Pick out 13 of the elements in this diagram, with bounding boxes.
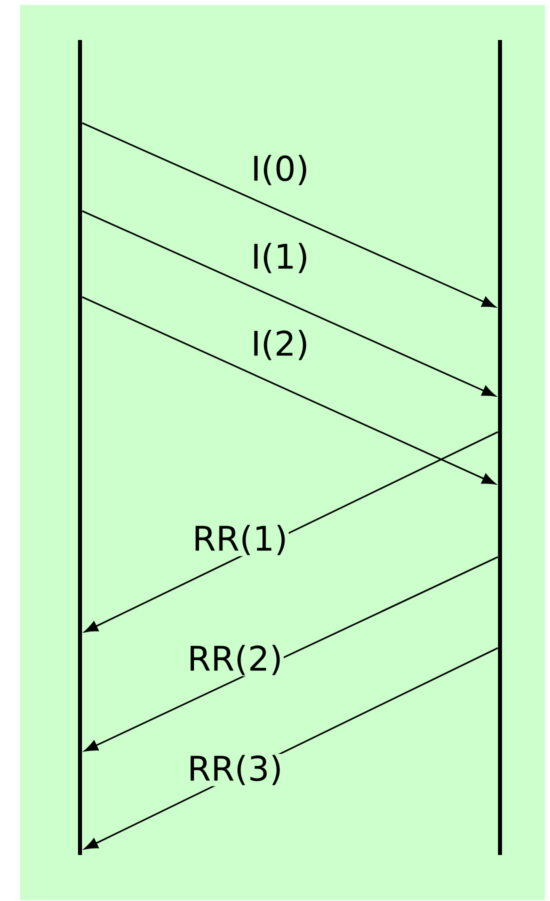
edge-label: I(0)	[250, 154, 310, 186]
edge-label: RR(1)	[191, 524, 289, 556]
arrow	[84, 431, 498, 632]
arrow	[82, 296, 496, 484]
arrow	[82, 122, 496, 308]
timeline	[498, 40, 502, 855]
arrow	[84, 556, 498, 752]
arrow	[82, 210, 496, 396]
edge-label: I(2)	[250, 328, 310, 362]
timeline	[78, 40, 82, 855]
edge-label: RR(2)	[186, 644, 284, 676]
edge-label: I(1)	[250, 242, 310, 274]
edge-label: RR(3)	[186, 754, 284, 786]
